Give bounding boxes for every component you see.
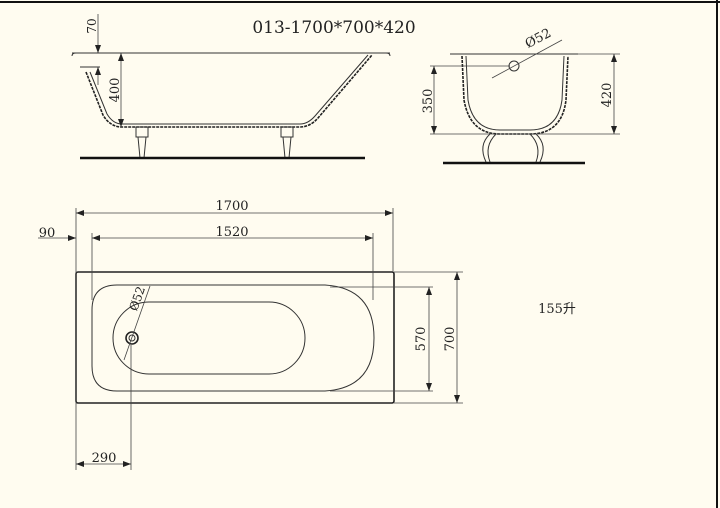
dim-drain-offset-label: 290	[92, 451, 117, 466]
capacity-label: 155升	[538, 302, 576, 317]
dim-rim-label: 70	[85, 18, 99, 33]
dim-total-height-label: 420	[600, 83, 615, 108]
drawing-title: 013-1700*700*420	[252, 18, 415, 38]
top-view: Ø52 1700 1520 90 570 700 290	[38, 199, 463, 470]
end-overflow-diameter-label: Ø52	[523, 26, 554, 52]
side-view: 70 400	[71, 14, 391, 160]
dim-inner-length-label: 1520	[215, 225, 248, 240]
dim-overflow-height-label: 350	[421, 89, 436, 114]
dim-width-label: 700	[443, 327, 458, 352]
dim-depth-label: 400	[108, 78, 123, 103]
dim-length-label: 1700	[215, 199, 248, 214]
top-drain-diameter-label: Ø52	[126, 284, 148, 312]
dim-rim-offset-label: 90	[39, 226, 56, 241]
dim-inner-width-label: 570	[414, 327, 429, 352]
end-view: Ø52 350 420	[421, 26, 620, 165]
